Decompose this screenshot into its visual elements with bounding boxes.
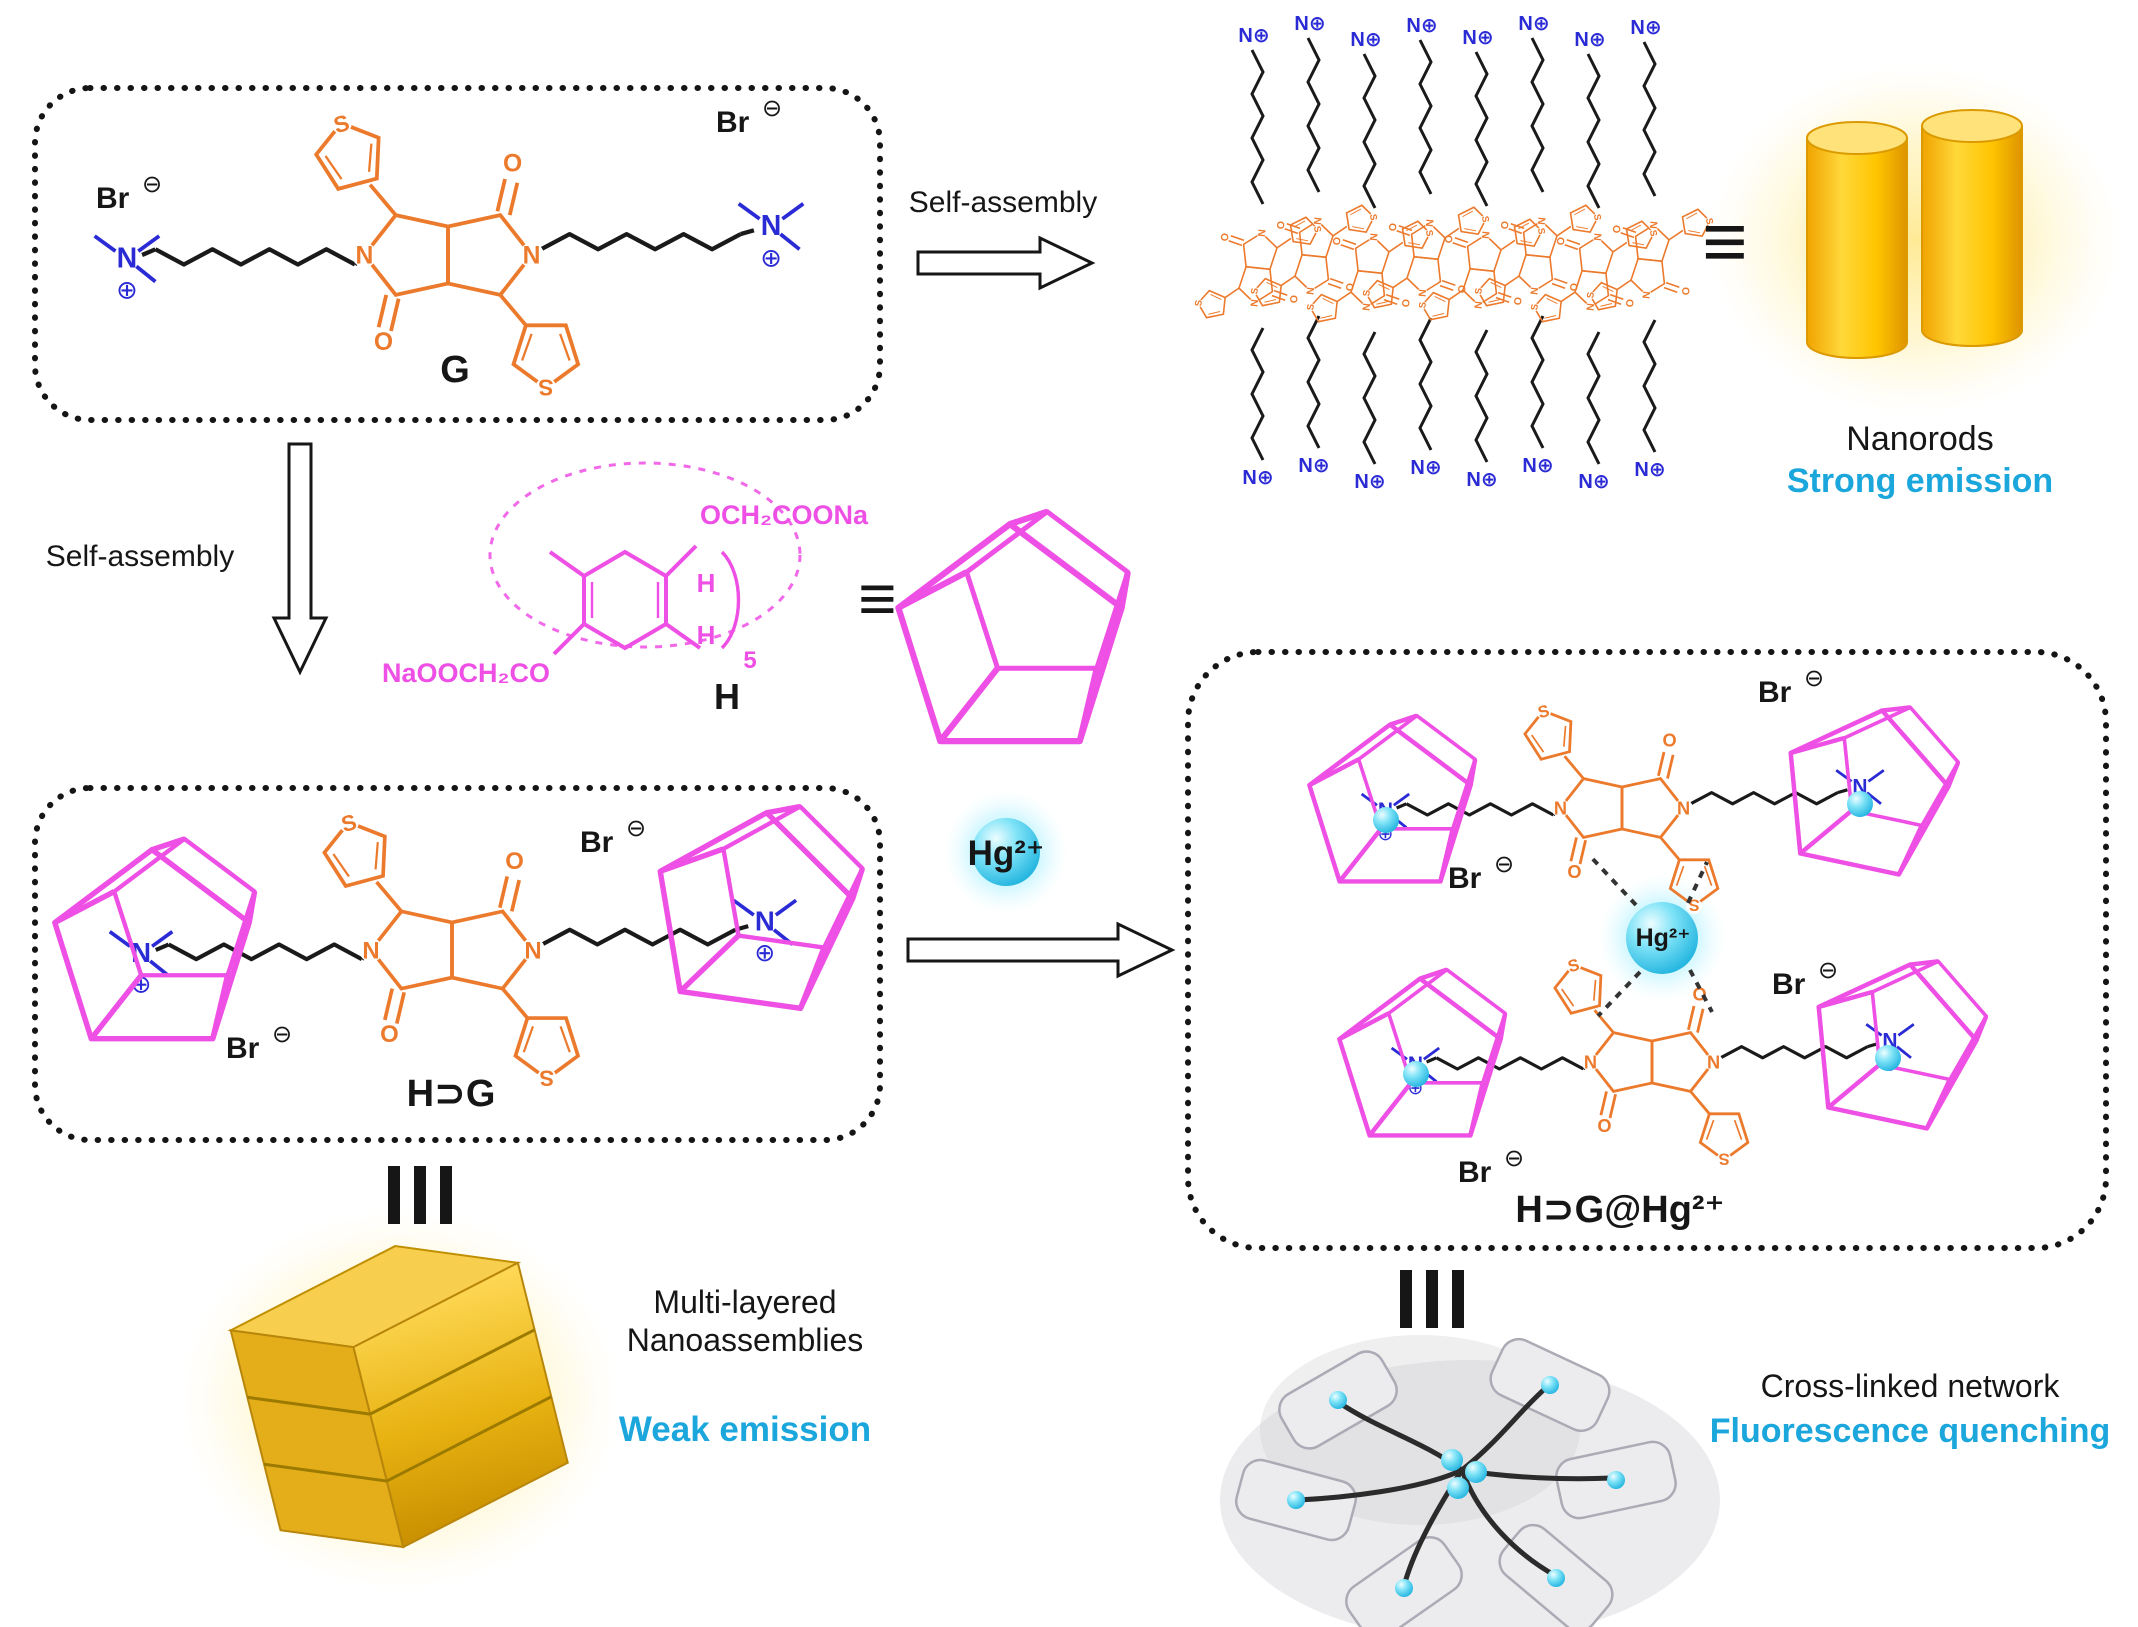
hg-arrow-sphere [972, 818, 1040, 886]
multilayer-title-line1: Multi-layered [653, 1284, 837, 1320]
host-label: H [714, 676, 740, 717]
self-assembly-left-label: Self-assembly [45, 540, 235, 573]
nanorod-glow [1710, 65, 2120, 415]
network-emission-label: Fluorescence quenching [1709, 1412, 2111, 1450]
hg-complex-structure [1309, 665, 1995, 1189]
host-ch-h-top: H [697, 568, 716, 598]
host-guest-complex [55, 789, 870, 1091]
equiv-symbol-host: ≡ [858, 561, 897, 635]
multilayer-cube [227, 1245, 569, 1549]
complex-box-outline [32, 785, 883, 1143]
guest-label: G [440, 349, 470, 391]
hg-center-sphere [1626, 902, 1698, 974]
coordination-bonds [1588, 854, 1714, 1018]
host-ch-h-bottom: H [697, 620, 716, 650]
network-title: Cross-linked network [1760, 1368, 2060, 1404]
cage-cyan-guest [1373, 807, 1399, 833]
host-cage-cartoon [898, 512, 1127, 741]
hg-complex-box-outline [1185, 649, 2109, 1251]
host-top-substituent: OCH₂COONa [700, 500, 869, 530]
nanorods-graphic [1806, 109, 2023, 360]
weak-emission-label: Weak emission [618, 1410, 872, 1449]
multilayer-title-line2: Nanoassemblies [626, 1322, 864, 1358]
self-assembly-top-label: Self-assembly [908, 186, 1098, 219]
network-hg-nodes [1287, 1376, 1625, 1597]
host-bottom-substituent: NaOOCH₂CO [381, 658, 550, 688]
cage-cyan-guest [1403, 1061, 1429, 1087]
host-repeat-count: 5 [743, 647, 756, 674]
network-links [1297, 1384, 1613, 1587]
equiv-vertical-right [1406, 1270, 1458, 1328]
host-dashed-ellipse [488, 461, 802, 649]
hg-arrow-label: Hg²⁺ [967, 834, 1045, 873]
host-structure: H H 5 [488, 461, 802, 674]
cage-cyan-guest [1875, 1045, 1901, 1071]
nanorods-emission-label: Strong emission [1786, 462, 2054, 500]
network-graphic [1220, 1332, 1720, 1627]
hg-center-label: Hg²⁺ [1635, 924, 1691, 952]
complex-label: H⊃G [406, 1073, 496, 1115]
stack-assembly [1192, 13, 1719, 493]
equiv-symbol-nanorods: ≡ [1702, 197, 1748, 285]
arrow-hg [906, 921, 1176, 979]
hg-complex-label: H⊃G@Hg²⁺ [1515, 1189, 1725, 1231]
nanorods-title: Nanorods [1846, 420, 1994, 458]
cage-cyan-guest [1847, 791, 1873, 817]
guest-box-outline [32, 85, 883, 423]
arrow-self-assembly-left [271, 442, 329, 676]
arrow-self-assembly-top [916, 235, 1096, 291]
